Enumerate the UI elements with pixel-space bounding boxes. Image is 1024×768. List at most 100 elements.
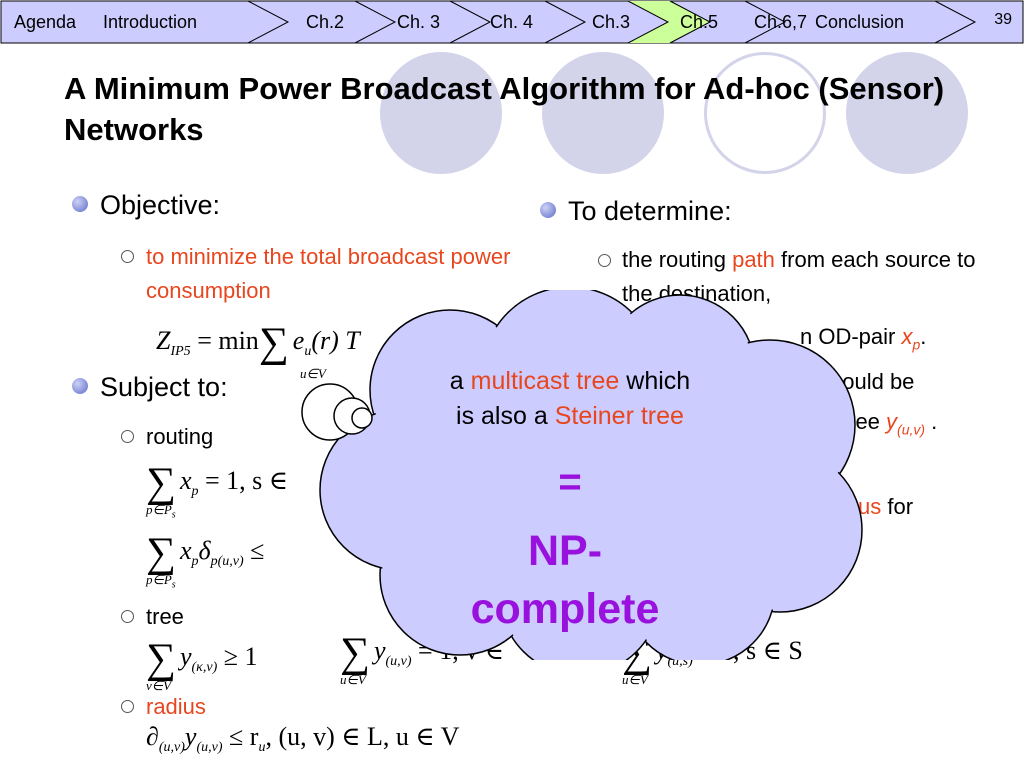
decor-circle-1 xyxy=(380,52,502,174)
cloud-fill-core xyxy=(322,290,860,660)
var-x-sub: p xyxy=(912,336,921,353)
for-frag: for xyxy=(881,494,914,519)
nav-item-ch5[interactable]: Ch.5 xyxy=(680,12,719,32)
tree-label: tree xyxy=(146,604,184,629)
np-line-2: complete xyxy=(470,585,660,633)
formula-arg: (r xyxy=(311,326,331,355)
formula-x: x xyxy=(179,536,192,565)
period: . xyxy=(920,324,927,349)
decor-ring xyxy=(704,52,826,174)
objective-text: to minimize the total broadcast power co… xyxy=(146,244,511,303)
nav-item-ch4[interactable]: Ch. 4 xyxy=(490,12,534,32)
callout-text: a multicast tree which is also a Steiner… xyxy=(395,364,745,434)
cloud-tail-bubbles xyxy=(301,383,373,441)
sum-sub-s: s xyxy=(171,579,176,591)
formula-rest: ≥ 1 xyxy=(217,642,258,671)
nav-chevrons xyxy=(0,0,1024,44)
nav-chevron-1 xyxy=(247,0,290,44)
formula-x-sub: p xyxy=(191,554,199,570)
decor-circle-3 xyxy=(846,52,968,174)
nav-chevron-2 xyxy=(354,0,397,44)
subject-bullet: Subject to: xyxy=(72,372,228,403)
path-word: path xyxy=(732,247,775,272)
formula-y: y xyxy=(373,636,386,665)
radius-label: radius xyxy=(146,694,206,719)
navigation-bar: Agenda Introduction Ch.2 Ch. 3 Ch. 4 Ch.… xyxy=(0,0,1024,44)
sub-bullet-ring-icon xyxy=(121,430,134,443)
formula-rest: = 1, s ∈ xyxy=(198,466,289,495)
callout-which: which xyxy=(619,367,691,395)
sum-sub-main: p∈P xyxy=(146,502,172,517)
formula-delta-sub: p(u,v) xyxy=(210,554,244,570)
callout-cloud xyxy=(301,290,863,660)
path-post: from each source to the destination, xyxy=(622,247,976,306)
nav-chevron-5 xyxy=(627,0,670,44)
formula-r-sub: u xyxy=(258,740,266,756)
nav-item-agenda[interactable]: Agenda xyxy=(14,12,77,32)
formula-tail: ) T xyxy=(330,326,360,355)
nav-item-ch2[interactable]: Ch.2 xyxy=(306,12,345,32)
tail-bubble xyxy=(351,407,373,429)
formula-partial: ∂ xyxy=(146,722,159,751)
determine-label: To determine: xyxy=(568,196,732,226)
callout-steiner-tree: Steiner tree xyxy=(554,402,684,430)
routing-2-sum-sub: p∈Ps xyxy=(146,572,176,591)
tree-2-sum-sub: u∈V xyxy=(340,672,366,687)
sub-bullet-ring-icon xyxy=(121,250,134,263)
determine-path-text: the routing path from each source to the… xyxy=(622,243,1012,311)
formula-z: Z xyxy=(156,326,171,355)
slide-title: A Minimum Power Broadcast Algorithm for … xyxy=(64,71,945,147)
tree-3-sum-sub: u∈V xyxy=(622,672,648,687)
formula-le-r: ≤ r xyxy=(222,722,259,751)
formula-e-sub: u xyxy=(304,344,312,360)
us-frag: us xyxy=(858,494,882,519)
formula-x-sub: p xyxy=(191,484,199,500)
formula-tail: , (u, v) ∈ L, u ∈ V xyxy=(265,722,460,751)
formula-rest: ≤ xyxy=(243,536,265,565)
nav-item-introduction[interactable]: Introduction xyxy=(103,12,198,32)
nav-chevron-4 xyxy=(544,0,587,44)
formula-eq: = min xyxy=(197,326,259,355)
sub-bullet-ring-icon xyxy=(121,700,134,713)
formula-e: e xyxy=(292,326,305,355)
sum-symbol: ∑ xyxy=(146,530,176,576)
nav-item-ch3-b[interactable]: Ch.3 xyxy=(592,12,631,32)
callout-a: a xyxy=(449,367,471,395)
callout-line-2: is also a Steiner tree xyxy=(395,399,745,434)
tree-1-sum-sub: v∈V xyxy=(146,678,172,693)
bullet-dot-icon xyxy=(540,202,556,218)
nav-chevron-6 xyxy=(669,0,712,44)
determine-odpair-text: n OD-pair xp. xyxy=(800,320,926,361)
routing-formula-1: ∑xp = 1, s ∈ xyxy=(146,452,289,506)
var-x: x xyxy=(901,324,913,349)
sum-symbol: ∑ xyxy=(146,460,176,506)
path-pre: the routing xyxy=(622,247,733,272)
decor-circle-2 xyxy=(542,52,664,174)
radius-for-text: us for xyxy=(858,490,913,524)
objective-bullet: Objective: xyxy=(72,190,220,221)
bullet-dot-icon xyxy=(72,378,88,394)
routing-formula-2: ∑xpδp(u,v) ≤ xyxy=(146,522,265,576)
callout-is-also: is also a xyxy=(456,402,555,430)
nav-chevron-3 xyxy=(449,0,492,44)
sum-symbol: ∑ xyxy=(340,630,370,676)
sum-symbol: ∑ xyxy=(146,636,176,682)
formula-delta: δ xyxy=(198,536,211,565)
nav-chevron-7 xyxy=(744,0,787,44)
sub-bullet-ring-icon xyxy=(121,610,134,623)
nav-item-ch67[interactable]: Ch.6,7 xyxy=(754,12,808,32)
bullet-dot-icon xyxy=(72,196,88,212)
formula-x: x xyxy=(179,466,192,495)
nav-item-conclusion[interactable]: Conclusion xyxy=(815,12,905,32)
nav-item-ch3[interactable]: Ch. 3 xyxy=(397,12,441,32)
sub-bullet-ring-icon xyxy=(598,254,611,267)
sum-symbol: ∑ xyxy=(258,320,289,366)
nav-chevron-8 xyxy=(934,0,977,44)
var-y-sub: (u,v) xyxy=(897,421,926,438)
routing-1-sum-sub: p∈Ps xyxy=(146,502,176,521)
nav-background xyxy=(0,0,1024,44)
formula-y: y xyxy=(184,722,197,751)
objective-formula: ZIP5 = min∑eu(r) T xyxy=(156,312,360,366)
formula-z-sub: IP5 xyxy=(170,344,191,360)
np-line-1: NP- xyxy=(527,527,603,575)
